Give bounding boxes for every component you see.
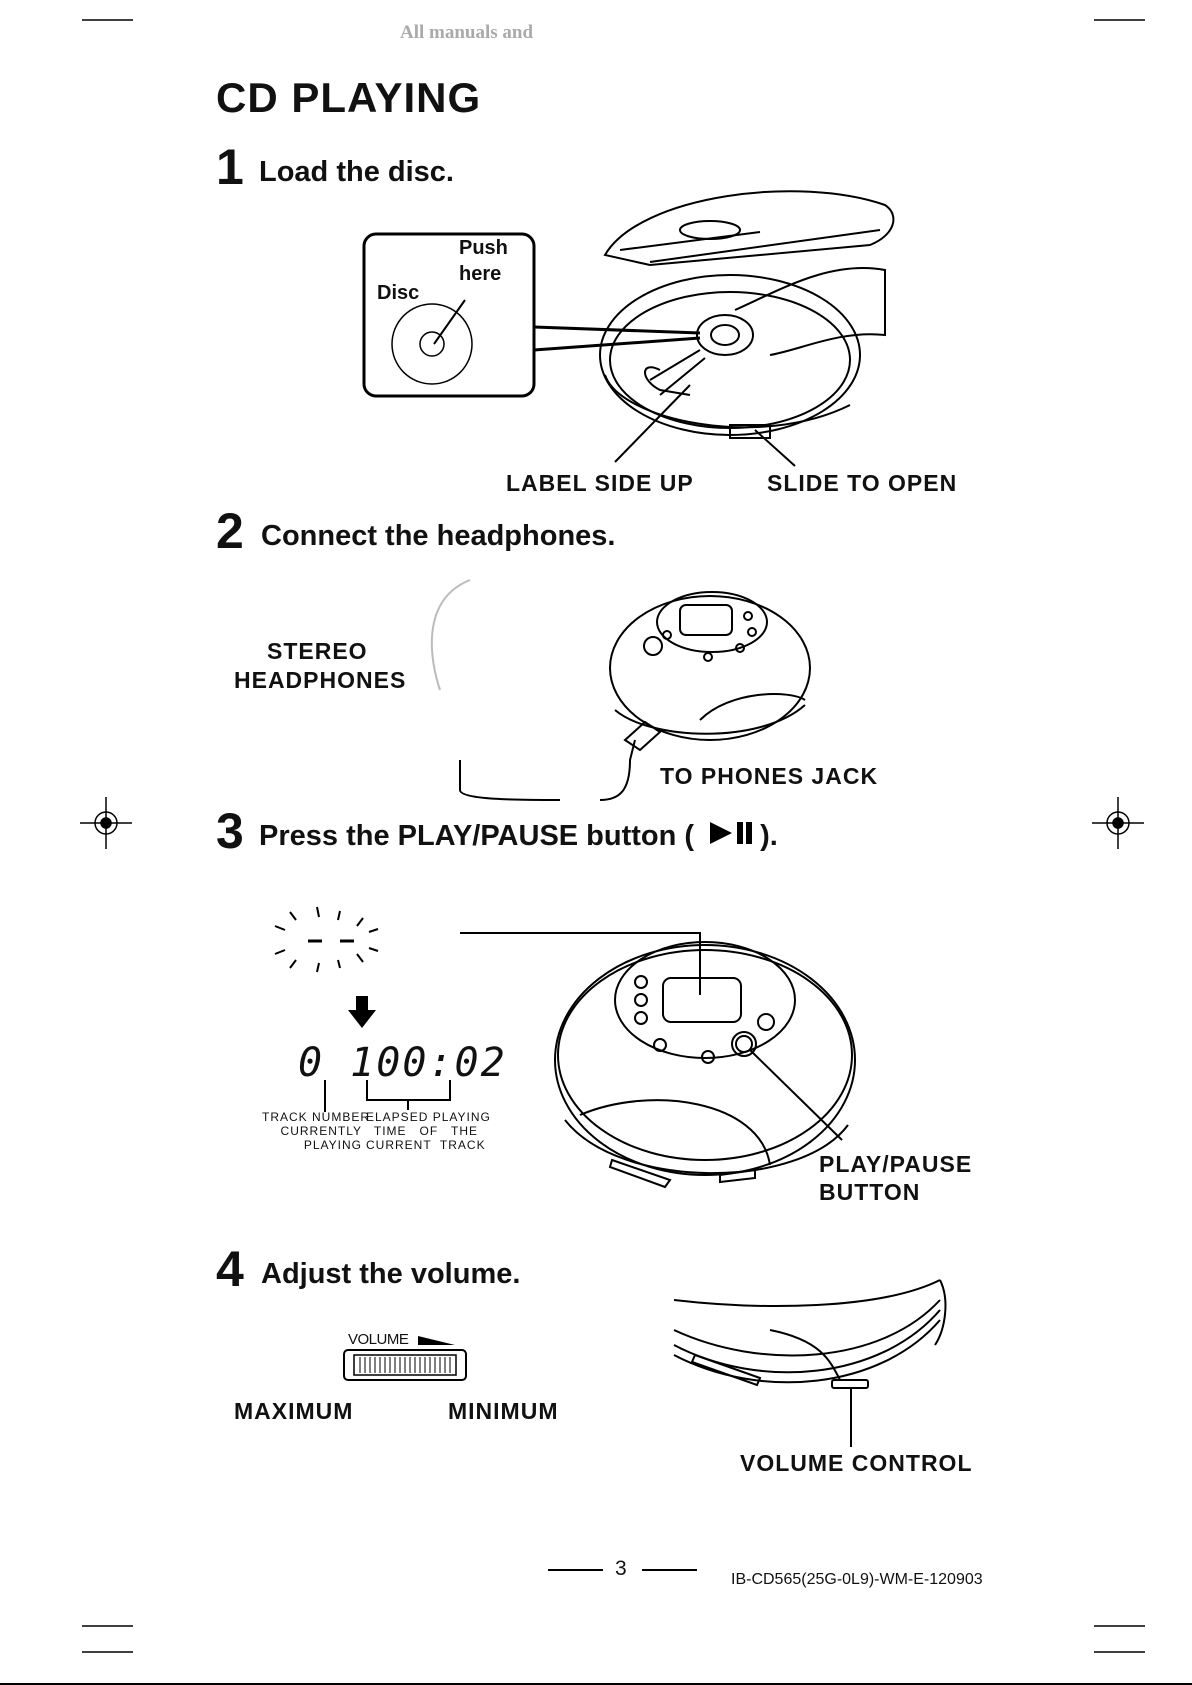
play-pause-button-label: PLAY/PAUSE xyxy=(819,1151,973,1177)
step-3-number: 3 xyxy=(216,803,244,859)
step-1-number: 1 xyxy=(216,139,244,195)
step-3-title-end: ). xyxy=(760,820,778,852)
headphones-label: HEADPHONES xyxy=(234,667,407,693)
page-title: CD PLAYING xyxy=(216,74,482,121)
registration-mark-right xyxy=(1092,797,1144,849)
step-4-number: 4 xyxy=(216,1241,244,1297)
track-number-line-2: CURRENTLY xyxy=(280,1123,362,1138)
display-readout: 0 100:02 xyxy=(298,1040,507,1086)
inset-push-label: Push xyxy=(459,237,508,259)
track-number-caption: TRACK NUMBER CURRENTLY PLAYING xyxy=(262,1110,371,1152)
button-label: BUTTON xyxy=(819,1179,921,1205)
step-2-title: Connect the headphones. xyxy=(261,520,616,552)
play-pause-icon xyxy=(708,820,754,854)
label-side-up-label: LABEL SIDE UP xyxy=(506,470,694,496)
volume-dial-label: VOLUME xyxy=(348,1331,409,1348)
volume-control-label: VOLUME CONTROL xyxy=(740,1450,973,1476)
step-2-number: 2 xyxy=(216,503,244,559)
inset-disc-label: Disc xyxy=(377,282,420,304)
step-3-title: Press the PLAY/PAUSE button ( ). xyxy=(259,820,778,854)
maximum-label: MAXIMUM xyxy=(234,1398,354,1424)
volume-wedge-icon xyxy=(418,1336,455,1345)
elapsed-line-3: CURRENT TRACK xyxy=(366,1137,486,1152)
step-3-title-text: Press the PLAY/PAUSE button ( xyxy=(259,820,695,852)
step-4-title: Adjust the volume. xyxy=(261,1258,521,1290)
page-number: 3 xyxy=(615,1557,627,1580)
document-code: IB-CD565(25G-0L9)-WM-E-120903 xyxy=(731,1571,983,1588)
elapsed-time-caption: ELAPSED PLAYING TIME OF THE CURRENT TRAC… xyxy=(366,1110,491,1152)
elapsed-line-2: TIME OF THE xyxy=(373,1123,478,1138)
elapsed-line-1: ELAPSED PLAYING xyxy=(366,1110,491,1124)
inset-here-label: here xyxy=(459,263,502,285)
slide-to-open-label: SLIDE TO OPEN xyxy=(767,470,958,496)
to-phones-jack-label: TO PHONES JACK xyxy=(660,763,879,789)
step-1-title: Load the disc. xyxy=(259,156,454,188)
minimum-label: MINIMUM xyxy=(448,1398,559,1424)
registration-mark-left xyxy=(80,797,132,849)
down-arrow-icon xyxy=(348,996,376,1028)
track-number-line-3: PLAYING xyxy=(303,1137,362,1152)
track-number-line-1: TRACK NUMBER xyxy=(262,1110,371,1124)
watermark: All manuals and xyxy=(400,22,534,43)
stereo-label: STEREO xyxy=(267,638,368,664)
